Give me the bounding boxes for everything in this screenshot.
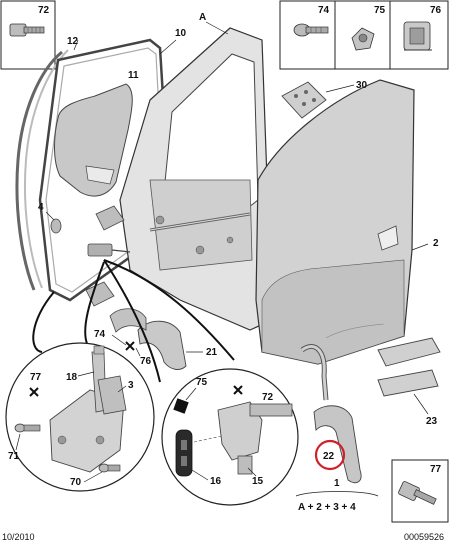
label-75-detail: 75: [196, 377, 208, 388]
check-strap: [87, 243, 131, 257]
clip-76-icon: [403, 21, 432, 51]
label-76-detail: 76: [140, 356, 152, 367]
detail-circle-hinge: [5, 342, 155, 492]
label-21: 21: [206, 347, 218, 358]
door-shell-a: [119, 27, 273, 331]
screw-72-icon: [9, 23, 45, 37]
plate-30: [281, 81, 327, 119]
label-77-box: 77: [430, 464, 442, 475]
arch-clip-part: [109, 308, 147, 333]
label-3: 3: [128, 380, 134, 391]
label-1: 1: [334, 478, 340, 489]
label-18: 18: [66, 372, 78, 383]
label-16: 16: [210, 476, 222, 487]
door-seal-12: [15, 49, 69, 291]
part-box-74: 74: [279, 0, 336, 70]
nut-75-detail-icon: [173, 398, 189, 414]
cross-marker-72-icon: [233, 385, 243, 395]
label-71: 71: [8, 451, 20, 462]
label-4: 4: [38, 202, 44, 213]
bolt-77-icon: [398, 481, 437, 505]
label-a: A: [199, 12, 206, 23]
part-box-76: 76: [389, 0, 449, 70]
part-box-77: 77: [391, 459, 449, 523]
nut-75-icon: [351, 27, 375, 51]
footer-ref: 00059526: [404, 532, 444, 542]
part-box-75: 75: [334, 0, 391, 70]
label-23: 23: [426, 416, 438, 427]
label-77-detail: 77: [30, 372, 42, 383]
label-75-box: 75: [374, 5, 386, 16]
formula-text: A + 2 + 3 + 4: [298, 502, 356, 513]
label-30: 30: [356, 80, 368, 91]
label-15: 15: [252, 476, 264, 487]
wheel-arch-liner-21: [137, 320, 187, 370]
label-74-detail: 74: [94, 329, 106, 340]
label-74-box: 74: [318, 5, 330, 16]
cross-marker-77-icon: [29, 387, 39, 397]
label-11: 11: [128, 70, 139, 81]
label-70: 70: [70, 477, 82, 488]
label-12: 12: [67, 36, 79, 47]
label-22: 22: [323, 451, 335, 462]
hinge-upper: [95, 205, 125, 231]
part-box-72: 72: [0, 0, 56, 70]
detail-circle-check-strap: [161, 368, 299, 506]
arch-edge-trim: [300, 344, 329, 401]
arch-trim-22: [313, 405, 362, 484]
screw-71-icon: [14, 423, 41, 433]
label-76-box: 76: [430, 5, 442, 16]
footer-date: 10/2010: [2, 532, 35, 542]
clip-4: [50, 218, 62, 234]
door-outer-panel-2: [255, 79, 415, 365]
label-72-detail: 72: [262, 392, 274, 403]
trim-strip-23: [377, 369, 439, 397]
label-10: 10: [175, 28, 187, 39]
screw-70-icon: [98, 463, 121, 473]
highlight-circle-22: [314, 439, 346, 471]
insulation-panel-11: [54, 83, 133, 197]
label-72-box: 72: [38, 5, 50, 16]
label-2: 2: [433, 238, 439, 249]
trim-strip-upper: [377, 337, 441, 367]
cross-marker-74-icon: [125, 341, 135, 351]
bolt-74-icon: [293, 23, 329, 37]
